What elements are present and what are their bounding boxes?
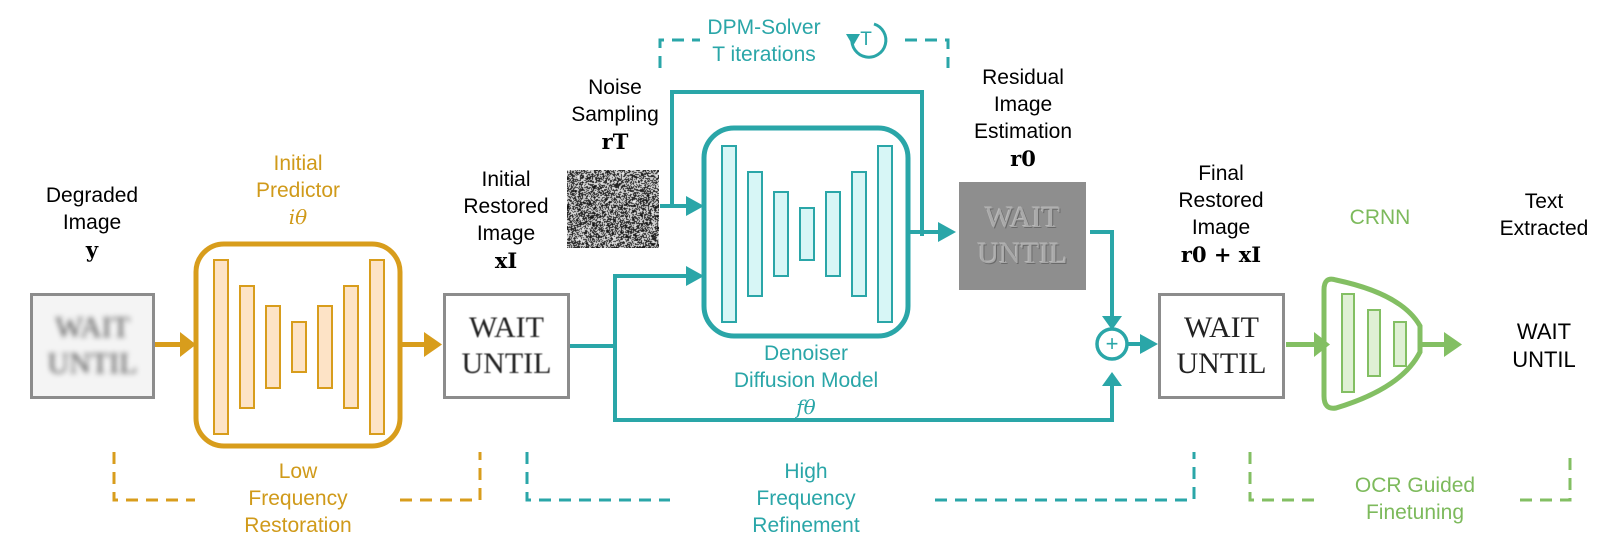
final-line-1: WAIT xyxy=(1184,311,1259,344)
ocr-line-2: Finetuning xyxy=(1365,501,1465,524)
output-line-2: UNTIL xyxy=(1512,347,1576,372)
teal-arrowheads xyxy=(686,196,1158,386)
refresh-loop-icon xyxy=(846,22,888,59)
plus-symbol: + xyxy=(1105,331,1119,356)
final-restored-image: WAIT UNTIL xyxy=(1158,293,1285,399)
ocr-line-1: OCR Guided xyxy=(1354,474,1476,497)
noise-symbol: rT xyxy=(601,129,629,154)
teal-connections xyxy=(570,90,1142,422)
residual-label-line-1: Residual xyxy=(982,66,1064,89)
degraded-label-line-1: Degraded xyxy=(45,184,139,207)
residual-line-1: WAIT xyxy=(985,201,1060,234)
initial-symbol: xI xyxy=(494,248,518,273)
extracted-label-line-1: Text xyxy=(1524,190,1564,213)
initial-label-line-2: Restored xyxy=(463,195,549,218)
high-line-1: High xyxy=(784,460,828,483)
crnn-layers xyxy=(1341,293,1407,393)
low-line-1: Low xyxy=(278,460,318,483)
denoiser-label-line-2: Diffusion Model xyxy=(733,369,879,392)
residual-label: Residual Image Estimation r0 xyxy=(948,64,1098,172)
green-arrows xyxy=(1286,332,1462,357)
noise-label-line-2: Sampling xyxy=(571,103,659,126)
dpm-solver-bracket xyxy=(658,38,950,68)
text-extracted-label: Text Extracted xyxy=(1484,188,1604,242)
noise-sampling-label: Noise Sampling rT xyxy=(545,74,685,155)
output-text: WAIT UNTIL xyxy=(1494,318,1594,374)
initial-line-2: UNTIL xyxy=(461,347,552,380)
loop-symbol: T xyxy=(860,29,872,50)
dpm-line-1: DPM-Solver xyxy=(707,16,821,39)
dpm-solver-label: DPM-Solver T iterations xyxy=(694,14,834,68)
residual-symbol: r0 xyxy=(1010,146,1036,171)
degraded-image: WAIT UNTIL xyxy=(30,293,155,399)
denoiser-layers xyxy=(721,145,893,323)
predictor-symbol: iθ xyxy=(288,205,308,229)
predictor-label-line-1: Initial xyxy=(273,152,323,175)
final-restored-label: Final Restored Image r0 + xI xyxy=(1146,160,1296,268)
high-frequency-bracket xyxy=(525,452,1196,502)
degraded-symbol: y xyxy=(85,237,99,262)
initial-label-line-1: Initial xyxy=(481,168,531,191)
noise-image xyxy=(567,170,659,248)
residual-label-line-3: Estimation xyxy=(973,120,1073,143)
denoiser-label-line-1: Denoiser xyxy=(763,342,849,365)
final-label-line-3: Image xyxy=(1191,216,1251,239)
residual-label-line-2: Image xyxy=(993,93,1053,116)
residual-image: WAIT UNTIL xyxy=(959,182,1086,290)
crnn-label: CRNN xyxy=(1349,206,1411,229)
initial-line-1: WAIT xyxy=(469,311,544,344)
degraded-label-line-2: Image xyxy=(62,211,122,234)
initial-restored-label: Initial Restored Image xI xyxy=(436,166,576,274)
final-line-2: UNTIL xyxy=(1176,347,1267,380)
final-label-line-2: Restored xyxy=(1178,189,1264,212)
output-line-1: WAIT xyxy=(1516,319,1572,344)
low-line-3: Restoration xyxy=(244,514,352,537)
initial-restored-image: WAIT UNTIL xyxy=(443,293,570,399)
residual-line-2: UNTIL xyxy=(977,237,1068,270)
noise-canvas xyxy=(567,170,659,248)
degraded-line-2: UNTIL xyxy=(47,347,138,380)
high-line-3: Refinement xyxy=(752,514,860,537)
dpm-line-2: T iterations xyxy=(712,43,816,66)
initial-predictor-label: Initial Predictor iθ xyxy=(228,150,368,231)
initial-predictor-layers xyxy=(213,259,385,435)
denoiser-label: Denoiser Diffusion Model fθ xyxy=(716,340,896,421)
extracted-label-line-2: Extracted xyxy=(1499,217,1589,240)
initial-label-line-3: Image xyxy=(476,222,536,245)
degraded-line-1: WAIT xyxy=(55,311,130,344)
low-frequency-label: Low Frequency Restoration xyxy=(228,458,368,539)
denoiser-symbol: fθ xyxy=(796,395,816,419)
low-frequency-bracket xyxy=(112,452,482,502)
noise-label-line-1: Noise xyxy=(588,76,642,99)
orange-arrows xyxy=(153,332,442,357)
final-label-line-1: Final xyxy=(1198,162,1244,185)
ocr-finetune-bracket xyxy=(1248,452,1572,502)
degraded-image-label: Degraded Image y xyxy=(22,182,162,263)
final-symbol: r0 + xI xyxy=(1180,242,1262,267)
high-line-2: Frequency xyxy=(756,487,856,510)
low-line-2: Frequency xyxy=(248,487,348,510)
high-frequency-label: High Frequency Refinement xyxy=(731,458,881,539)
predictor-label-line-2: Predictor xyxy=(255,179,341,202)
ocr-finetune-label: OCR Guided Finetuning xyxy=(1340,472,1490,526)
circle-plus-icon xyxy=(1095,327,1129,361)
